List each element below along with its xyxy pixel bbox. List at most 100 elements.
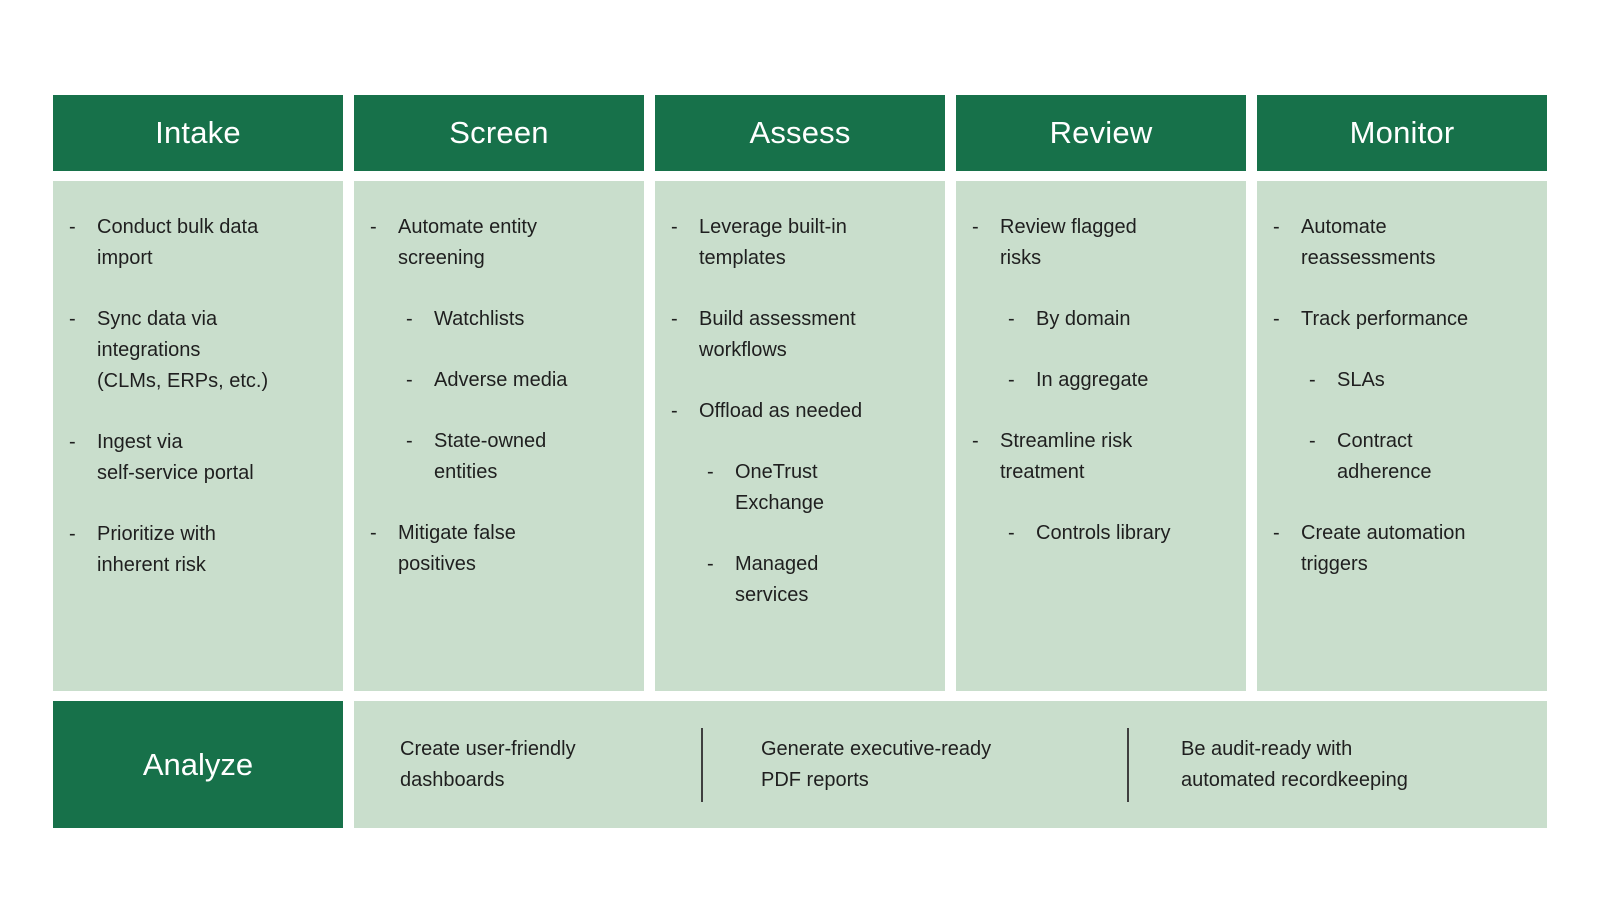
analyze-segment: Create user-friendly dashboards — [354, 701, 701, 828]
bullet-item: - Create automation triggers — [1273, 518, 1533, 580]
bullet-text: State-owned entities — [434, 430, 547, 483]
bullet-item: - Automate reassessments — [1273, 212, 1533, 274]
column-header-label: Assess — [749, 115, 851, 150]
bullet-text: Adverse media — [434, 369, 568, 391]
bullet-text: In aggregate — [1036, 369, 1149, 391]
bullet-item: - Review flagged risks — [972, 212, 1232, 274]
bullet-dash-icon: - — [707, 553, 714, 575]
column-body: - Automate entity screening - Watchlists… — [354, 181, 644, 691]
bullet-text: Review flagged risks — [1000, 216, 1137, 269]
analyze-segment-text: Be audit-ready with automated recordkeep… — [1181, 737, 1408, 791]
bullet-dash-icon: - — [370, 216, 377, 238]
analyze-segment: Generate executive-ready PDF reports — [703, 701, 1127, 828]
column-header: Monitor — [1257, 95, 1547, 171]
bullet-dash-icon: - — [406, 308, 413, 330]
column-header-label: Monitor — [1349, 115, 1455, 150]
process-column: Intake - Conduct bulk data import - Sync… — [53, 95, 343, 691]
bullet-item: - Watchlists — [406, 304, 630, 335]
bullet-item: - Contract adherence — [1309, 426, 1533, 488]
bullet-item: - Streamline risk treatment — [972, 426, 1232, 488]
bullet-text: Prioritize with inherent risk — [97, 523, 216, 576]
bullet-text: Ingest via self-service portal — [97, 431, 254, 484]
bullet-dash-icon: - — [671, 216, 678, 238]
column-body: - Automate reassessments - Track perform… — [1257, 181, 1547, 691]
bullet-item: - Track performance — [1273, 304, 1533, 335]
column-body: - Leverage built-in templates - Build as… — [655, 181, 945, 691]
process-column: Monitor - Automate reassessments - Track… — [1257, 95, 1547, 691]
bullet-item: - In aggregate — [1008, 365, 1232, 396]
bullet-text: Sync data via integrations (CLMs, ERPs, … — [97, 308, 269, 392]
bullet-dash-icon: - — [972, 216, 979, 238]
bullet-dash-icon: - — [972, 430, 979, 452]
analyze-header-label: Analyze — [142, 746, 254, 782]
bullet-item: - Automate entity screening — [370, 212, 630, 274]
bullet-item: - State-owned entities — [406, 426, 630, 488]
bullet-dash-icon: - — [69, 216, 76, 238]
bullet-item: - Adverse media — [406, 365, 630, 396]
bullet-text: SLAs — [1337, 369, 1385, 391]
bullet-dash-icon: - — [1008, 308, 1015, 330]
bullet-dash-icon: - — [69, 308, 76, 330]
bullet-dash-icon: - — [1273, 308, 1280, 330]
bullet-text: Watchlists — [434, 308, 525, 330]
analyze-segment-text: Create user-friendly dashboards — [400, 737, 576, 791]
bullet-dash-icon: - — [1309, 369, 1316, 391]
bullet-text: Mitigate false positives — [398, 522, 516, 575]
bullet-dash-icon: - — [1309, 430, 1316, 452]
process-diagram: Intake - Conduct bulk data import - Sync… — [53, 95, 1547, 828]
column-header: Intake — [53, 95, 343, 171]
bullet-text: Track performance — [1301, 308, 1469, 330]
bullet-text: Automate entity screening — [398, 216, 537, 269]
bullet-item: - By domain — [1008, 304, 1232, 335]
column-body: - Conduct bulk data import - Sync data v… — [53, 181, 343, 691]
process-column: Screen - Automate entity screening - Wat… — [354, 95, 644, 691]
analyze-panel: Create user-friendly dashboards Generate… — [354, 701, 1547, 828]
bullet-item: - Conduct bulk data import — [69, 212, 329, 274]
bullet-dash-icon: - — [406, 430, 413, 452]
bullet-dash-icon: - — [671, 400, 678, 422]
bullet-item: - Controls library — [1008, 518, 1232, 549]
bullet-dash-icon: - — [1273, 216, 1280, 238]
column-header: Review — [956, 95, 1246, 171]
bullet-text: Automate reassessments — [1301, 216, 1436, 269]
bullet-dash-icon: - — [1008, 522, 1015, 544]
bullet-dash-icon: - — [370, 522, 377, 544]
bullet-item: - Mitigate false positives — [370, 518, 630, 580]
bullet-dash-icon: - — [69, 523, 76, 545]
bullet-item: - SLAs — [1309, 365, 1533, 396]
process-column: Review - Review flagged risks - By domai… — [956, 95, 1246, 691]
bullet-dash-icon: - — [406, 369, 413, 391]
bullet-dash-icon: - — [1008, 369, 1015, 391]
bullet-item: - Build assessment workflows — [671, 304, 931, 366]
bullet-text: Leverage built-in templates — [699, 216, 847, 269]
process-column: Assess - Leverage built-in templates - B… — [655, 95, 945, 691]
bullet-dash-icon: - — [707, 461, 714, 483]
bullet-text: Streamline risk treatment — [1000, 430, 1133, 483]
bullet-text: Controls library — [1036, 522, 1171, 544]
bullet-item: - Prioritize with inherent risk — [69, 519, 329, 581]
bullet-item: - Sync data via integrations (CLMs, ERPs… — [69, 304, 329, 397]
bullet-text: Contract adherence — [1337, 430, 1432, 483]
analyze-row: Analyze Create user-friendly dashboards … — [53, 701, 1547, 828]
bullet-dash-icon: - — [1273, 522, 1280, 544]
analyze-segment-text: Generate executive-ready PDF reports — [761, 737, 992, 791]
column-header: Screen — [354, 95, 644, 171]
bullet-item: - Offload as needed — [671, 396, 931, 427]
bullet-text: Create automation triggers — [1301, 522, 1466, 575]
bullet-text: Conduct bulk data import — [97, 216, 259, 269]
analyze-header: Analyze — [53, 701, 343, 828]
bullet-text: By domain — [1036, 308, 1131, 330]
column-header-label: Review — [1049, 115, 1153, 150]
bullet-dash-icon: - — [69, 431, 76, 453]
column-body: - Review flagged risks - By domain - In … — [956, 181, 1246, 691]
bullet-item: - OneTrust Exchange — [707, 457, 931, 519]
segment-divider — [701, 727, 703, 802]
bullet-text: Build assessment workflows — [699, 308, 856, 361]
bullet-item: - Leverage built-in templates — [671, 212, 931, 274]
bullet-item: - Managed services — [707, 549, 931, 611]
column-header-label: Intake — [155, 115, 241, 150]
bullet-text: OneTrust Exchange — [735, 461, 824, 514]
process-columns: Intake - Conduct bulk data import - Sync… — [53, 95, 1547, 691]
segment-divider — [1127, 727, 1129, 802]
bullet-dash-icon: - — [671, 308, 678, 330]
